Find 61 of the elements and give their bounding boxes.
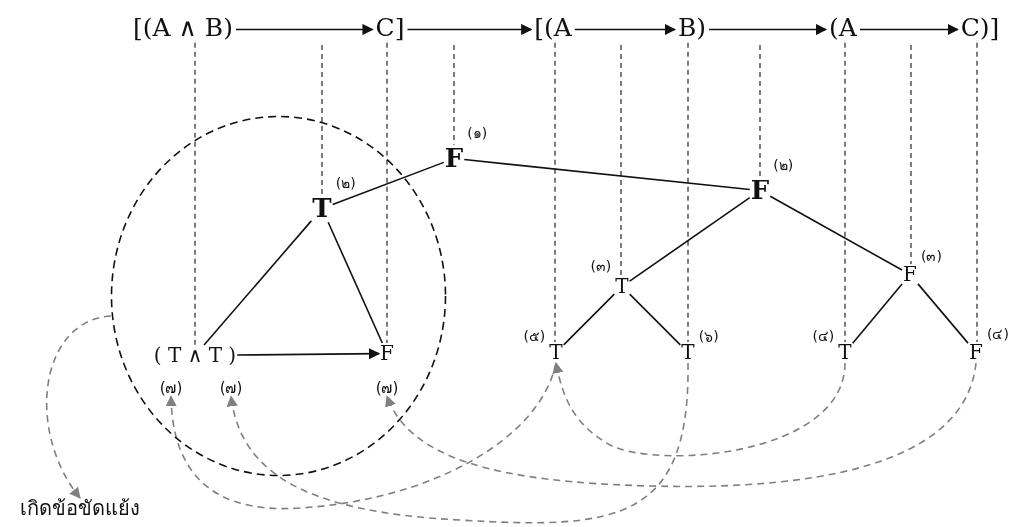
truth-value: T: [681, 339, 695, 363]
tree-branch-line: [769, 195, 903, 271]
truth-value: F: [380, 342, 394, 364]
formula-token: (A: [829, 14, 857, 42]
dashed-curved-arrow: [552, 361, 846, 457]
tree-branch-line: [628, 293, 682, 346]
dashed-guide-line: [386, 42, 388, 344]
tree-branch-line: [917, 283, 969, 344]
truth-value: T: [549, 339, 563, 363]
dashed-guide-line: [453, 44, 455, 146]
step-number: (๒): [773, 157, 794, 174]
dashed-guide-line: [910, 44, 912, 265]
formula-token: [(A ∧ B): [133, 14, 233, 42]
formula-token: [(A: [534, 14, 572, 42]
step-number: (๔): [986, 327, 1009, 343]
dashed-curved-arrow: [227, 362, 689, 524]
step-number: (๕): [523, 329, 546, 345]
arrow: [236, 348, 381, 360]
formula-token: B): [677, 14, 707, 42]
tree-branch-line: [851, 283, 903, 345]
step-number: (๔): [812, 329, 835, 345]
dashed-guide-line: [194, 42, 196, 346]
tree-branch-line: [331, 161, 445, 206]
dashed-guide-line: [976, 42, 978, 343]
truth-value: F: [969, 339, 983, 363]
dashed-guide-line: [844, 42, 846, 343]
step-number: (๗): [375, 379, 399, 397]
truth-value: F: [903, 261, 917, 285]
conflict-note: เกิดข้อขัดแย้ง: [20, 497, 140, 519]
dashed-guide-line: [321, 44, 323, 196]
step-number: (๖): [698, 329, 719, 345]
dashed-guide-line: [759, 44, 761, 178]
arrow: [859, 23, 959, 36]
formula-token: C)]: [960, 14, 1000, 42]
tree-branch-line: [463, 158, 751, 191]
tree-branch-line: [562, 293, 616, 346]
step-number: (๗): [219, 379, 243, 397]
arrow: [406, 23, 533, 36]
arrow: [708, 23, 828, 36]
dashed-guide-line: [554, 42, 556, 343]
tree-branch-line: [203, 220, 313, 346]
arrow: [235, 23, 374, 36]
truth-value: F: [444, 141, 464, 173]
dashed-guide-line: [620, 44, 622, 277]
truth-value: F: [750, 173, 770, 205]
truth-value: T: [312, 191, 332, 223]
dashed-curved-arrow: [45, 315, 112, 499]
step-number: (๗): [159, 379, 183, 397]
dashed-curved-arrow: [386, 362, 977, 488]
tree-branch-line: [628, 196, 751, 282]
truth-values: ( T ∧ T ): [153, 344, 237, 366]
dashed-guide-line: [687, 42, 689, 343]
step-number: (๒): [335, 175, 356, 192]
truth-value: T: [615, 273, 629, 297]
arrow: [574, 23, 677, 36]
step-number: (๑): [467, 125, 488, 142]
formula-token: C]: [375, 14, 405, 42]
step-number: (๓): [920, 249, 942, 265]
tree-branch-line: [327, 221, 384, 344]
truth-value: T: [838, 339, 852, 363]
step-number: (๓): [590, 259, 612, 275]
